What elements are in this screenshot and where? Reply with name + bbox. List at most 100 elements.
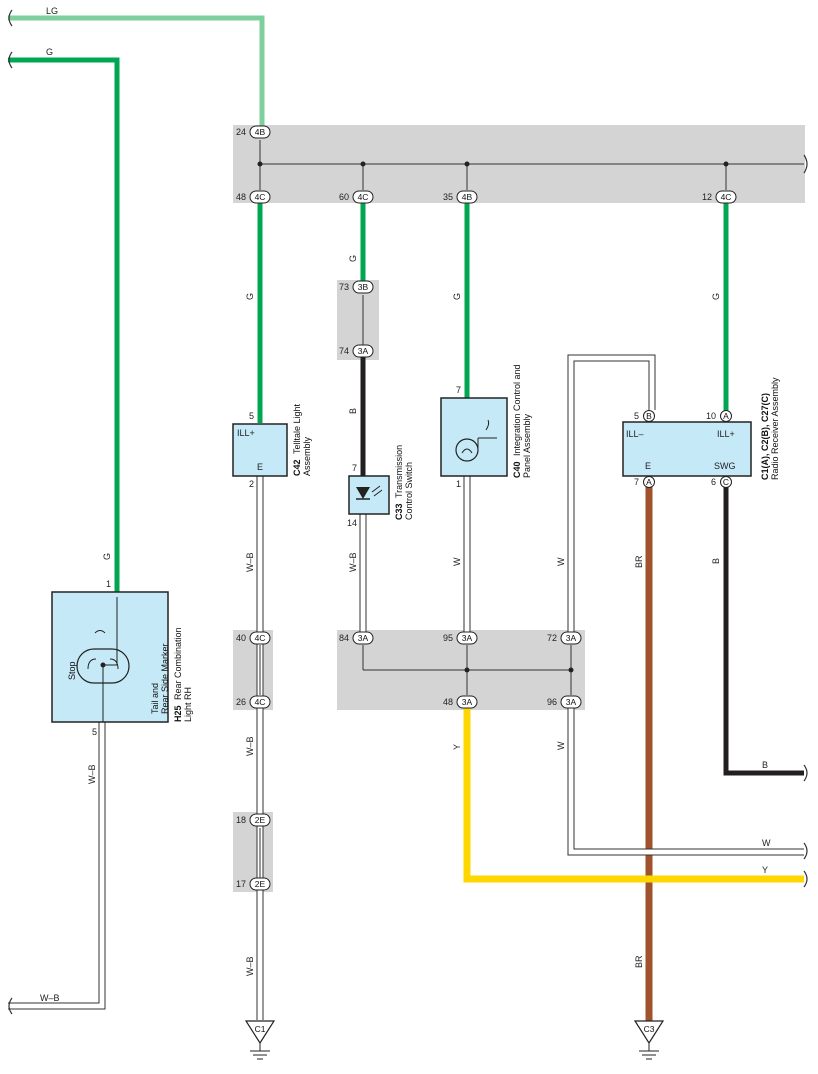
component-c1-radio[interactable]: ILL– ILL+ E SWG C1(A), C2(B), C27(C) Rad… <box>622 377 780 480</box>
svg-text:Telltale Light: Telltale Light <box>292 403 302 454</box>
bus-junction-dots <box>257 161 729 673</box>
svg-text:G: G <box>245 293 255 300</box>
svg-text:W: W <box>556 741 566 750</box>
svg-text:4B: 4B <box>462 192 473 202</box>
svg-text:3A: 3A <box>358 633 369 643</box>
break-marks <box>8 9 808 1015</box>
svg-text:C1(A), C2(B), C27(C): C1(A), C2(B), C27(C) <box>760 393 770 480</box>
svg-text:LG: LG <box>46 6 58 16</box>
svg-text:Assembly: Assembly <box>302 436 312 476</box>
svg-text:B: B <box>711 558 721 564</box>
svg-text:1: 1 <box>456 479 461 489</box>
svg-text:W–B: W–B <box>348 552 358 572</box>
svg-text:3B: 3B <box>358 282 369 292</box>
svg-text:W–B: W–B <box>245 956 255 976</box>
svg-text:26: 26 <box>236 697 246 707</box>
svg-text:W: W <box>762 838 771 848</box>
svg-text:1: 1 <box>106 579 111 589</box>
svg-text:2E: 2E <box>255 879 266 889</box>
svg-text:A: A <box>646 477 652 487</box>
svg-text:W–B: W–B <box>87 764 97 784</box>
svg-text:3A: 3A <box>462 633 473 643</box>
svg-text:B: B <box>762 760 768 770</box>
svg-text:12: 12 <box>702 192 712 202</box>
svg-text:3A: 3A <box>358 346 369 356</box>
ground-c3[interactable]: C3 <box>633 1020 665 1060</box>
wire-lg <box>8 15 265 130</box>
svg-text:SWG: SWG <box>714 461 736 471</box>
svg-text:3A: 3A <box>462 697 473 707</box>
svg-text:96: 96 <box>547 697 557 707</box>
svg-text:E: E <box>645 461 651 471</box>
svg-text:A: A <box>723 411 729 421</box>
svg-text:18: 18 <box>236 815 246 825</box>
wire-b-swg <box>723 480 804 776</box>
svg-text:G: G <box>711 293 721 300</box>
svg-text:G: G <box>102 553 112 560</box>
connector-j60[interactable]: 4C 60 <box>339 190 374 204</box>
connector-c1-c6[interactable]: C6 <box>711 476 732 488</box>
svg-text:40: 40 <box>236 633 246 643</box>
svg-text:Radio Receiver Assembly: Radio Receiver Assembly <box>770 377 780 480</box>
svg-text:G: G <box>46 47 53 57</box>
svg-text:Rear Side Marker: Rear Side Marker <box>160 643 170 714</box>
svg-text:35: 35 <box>443 192 453 202</box>
svg-text:24: 24 <box>236 127 246 137</box>
component-h25[interactable]: 1 5 Tail and Rear Side Marker Stop H25 R… <box>51 579 193 737</box>
svg-text:2E: 2E <box>255 815 266 825</box>
svg-text:C1: C1 <box>255 1024 266 1034</box>
svg-text:W–B: W–B <box>245 552 255 572</box>
connector-j95[interactable]: 3A 95 <box>443 631 478 645</box>
svg-text:60: 60 <box>339 192 349 202</box>
wire-g-h25 <box>8 57 120 592</box>
svg-text:Light RH: Light RH <box>183 687 193 722</box>
svg-text:95: 95 <box>443 633 453 643</box>
svg-text:B: B <box>348 408 358 414</box>
svg-text:Y: Y <box>762 865 768 875</box>
svg-text:5: 5 <box>249 411 254 421</box>
svg-text:4C: 4C <box>721 192 732 202</box>
svg-text:10: 10 <box>706 411 716 421</box>
white-wire-fills <box>8 355 804 1020</box>
svg-text:14: 14 <box>347 518 357 528</box>
svg-text:G: G <box>452 293 462 300</box>
component-c40[interactable]: 7 1 C40 Integration Control and Panel As… <box>440 364 532 489</box>
connector-j18[interactable]: 2E 18 <box>236 813 271 827</box>
connector-j12[interactable]: 4C 12 <box>702 190 737 204</box>
svg-text:C33: C33 <box>394 503 404 520</box>
component-c42[interactable]: ILL+ E 5 2 C42 Telltale Light Assembly <box>232 403 312 489</box>
connector-c1-a7[interactable]: A7 <box>634 476 655 488</box>
ground-c1[interactable]: C1 <box>244 1020 276 1060</box>
svg-text:7: 7 <box>456 385 461 395</box>
led-icon <box>356 487 370 499</box>
svg-text:W: W <box>556 557 566 566</box>
svg-text:B: B <box>646 411 652 421</box>
svg-text:C42: C42 <box>292 459 302 476</box>
svg-text:4C: 4C <box>358 192 369 202</box>
connector-j35[interactable]: 4B 35 <box>443 190 478 204</box>
connector-c1-pins: B5 A10 A7 C6 <box>634 410 732 488</box>
svg-text:3A: 3A <box>566 633 577 643</box>
svg-text:7: 7 <box>634 477 639 487</box>
svg-text:Stop: Stop <box>67 661 77 680</box>
connector-c1-a10[interactable]: A 10 <box>706 410 732 422</box>
white-wires <box>8 354 804 1020</box>
svg-text:W: W <box>452 557 462 566</box>
component-c33[interactable]: 7 14 C33 Transmission Control Switch <box>347 445 414 528</box>
svg-text:4C: 4C <box>255 192 266 202</box>
svg-text:C40: C40 <box>512 461 522 478</box>
connector-c1-b[interactable]: B5 <box>634 410 655 422</box>
